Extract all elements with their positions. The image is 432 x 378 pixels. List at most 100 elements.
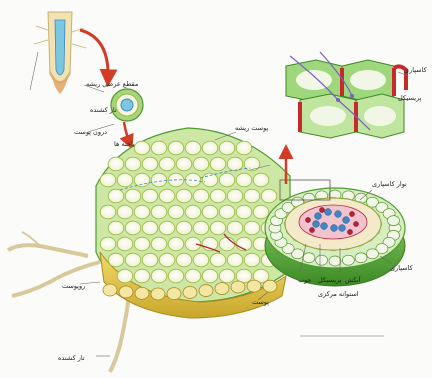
label-epidermis: روپوست xyxy=(62,282,85,290)
cortex-cell xyxy=(219,173,235,187)
cortex-cell xyxy=(159,253,175,267)
cortex-cell xyxy=(176,157,192,171)
xylem-vessel xyxy=(339,225,346,232)
cortex-cell xyxy=(176,253,192,267)
arrow-to-cross-section xyxy=(80,30,108,80)
phloem-cell xyxy=(349,211,354,216)
cortex-cell xyxy=(168,237,184,251)
ring-cell xyxy=(316,255,328,265)
cortex-cell xyxy=(244,221,260,235)
ring-cell xyxy=(366,249,378,259)
phloem-cell xyxy=(353,221,358,226)
xylem-vessel xyxy=(331,225,338,232)
ring-cell xyxy=(329,256,341,266)
cortex-cell xyxy=(159,189,175,203)
cortex-cell xyxy=(185,173,201,187)
epidermis-cell xyxy=(167,288,181,300)
label-pericycle-enlarged: پریسیکل xyxy=(398,94,422,102)
label-cross-section: مقطع عرضی ریشه xyxy=(86,80,138,88)
xylem-vessel xyxy=(335,211,342,218)
cortex-cell xyxy=(210,221,226,235)
cortex-cell xyxy=(108,221,124,235)
cortex-cell xyxy=(219,269,235,283)
label-endodermis-top: درون پوست xyxy=(74,128,107,136)
cortex-cell xyxy=(125,221,141,235)
cortex-cell xyxy=(185,269,201,283)
cortex-cell xyxy=(159,157,175,171)
cortex-cell xyxy=(100,173,116,187)
epidermis-cell xyxy=(119,286,133,298)
epidermis-cell xyxy=(151,288,165,300)
ring-cell xyxy=(303,253,315,263)
ring-cell xyxy=(342,255,354,265)
endodermis-enlarged xyxy=(286,52,406,138)
label-root-hair: تار کشنده xyxy=(58,354,85,362)
epidermis-cell xyxy=(263,280,277,292)
label-vascular-cylinder: استوانه مرکزی xyxy=(318,290,359,298)
phloem-cell xyxy=(309,227,314,232)
xylem-vessel xyxy=(315,213,322,220)
label-root-cap: یاخته ها xyxy=(114,140,135,148)
cortex-cell xyxy=(151,141,167,155)
cortex-cell xyxy=(227,189,243,203)
ring-cell xyxy=(355,253,367,263)
cortex-cell xyxy=(125,157,141,171)
label-root-hair-top: تار کشنده xyxy=(90,106,117,114)
phloem-cell xyxy=(319,207,324,212)
cortex-cell xyxy=(176,221,192,235)
epidermis-cell xyxy=(103,284,117,296)
cortex-cell xyxy=(168,205,184,219)
cortex-cell xyxy=(185,205,201,219)
cortex-cell xyxy=(125,253,141,267)
cortex-cell xyxy=(142,221,158,235)
cortex-cell xyxy=(202,141,218,155)
cortex-cell xyxy=(134,205,150,219)
cortex-cell xyxy=(210,189,226,203)
cortex-cell xyxy=(202,205,218,219)
cortex-cell xyxy=(108,253,124,267)
ring-cell xyxy=(387,216,399,226)
cortex-cell xyxy=(100,205,116,219)
label-cortex: پوست xyxy=(252,298,269,306)
cortex-cell xyxy=(117,237,133,251)
cortex-cell xyxy=(219,141,235,155)
cortex-cell xyxy=(108,157,124,171)
xylem-vessel xyxy=(313,221,320,228)
cortex-cell xyxy=(236,141,252,155)
cortex-cell xyxy=(219,237,235,251)
cortex-cell xyxy=(151,173,167,187)
cortex-cell xyxy=(202,269,218,283)
epidermis-cell xyxy=(231,281,245,293)
cortex-cell xyxy=(108,189,124,203)
cortex-cell xyxy=(159,221,175,235)
epidermis-cell xyxy=(183,286,197,298)
label-phloem: آبکش xyxy=(345,275,362,284)
cortex-cell xyxy=(176,189,192,203)
cortex-cell xyxy=(219,205,235,219)
cortex-cell xyxy=(227,253,243,267)
cortex-cell xyxy=(151,237,167,251)
cortex-cell xyxy=(227,157,243,171)
cortex-cell xyxy=(210,253,226,267)
cortex-cell xyxy=(193,157,209,171)
cortex-cell xyxy=(193,253,209,267)
cortex-cell xyxy=(193,221,209,235)
cortex-cell xyxy=(210,157,226,171)
small-cross-section-icon xyxy=(111,89,143,121)
cortex-cell xyxy=(253,205,269,219)
cortex-cell xyxy=(134,237,150,251)
epidermis-cell xyxy=(199,285,213,297)
cortex-cell xyxy=(261,189,277,203)
cortex-cell xyxy=(168,269,184,283)
cortex-cell xyxy=(117,173,133,187)
cortex-cell xyxy=(193,189,209,203)
cortex-cell xyxy=(142,189,158,203)
cortex-cell xyxy=(117,269,133,283)
phloem-cell xyxy=(305,217,310,222)
root-cross-section xyxy=(265,188,405,286)
cortex-cell xyxy=(151,269,167,283)
epidermis-cell xyxy=(135,287,149,299)
cortex-block xyxy=(96,128,290,318)
xylem-vessel xyxy=(343,217,350,224)
